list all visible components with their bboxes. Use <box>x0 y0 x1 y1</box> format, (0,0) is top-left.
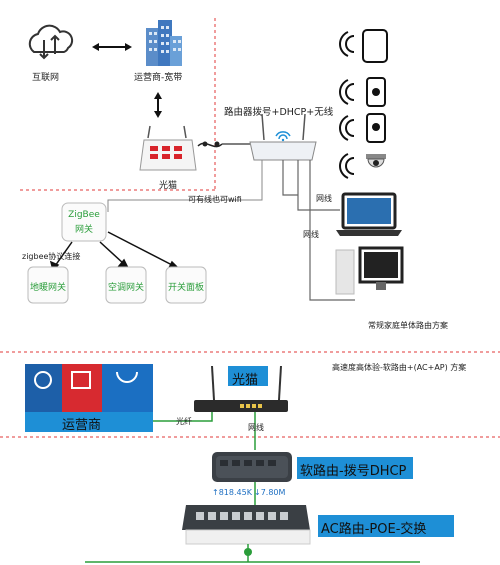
ac-gateway-box <box>105 266 147 304</box>
wired-label-1: 网线 <box>316 194 332 203</box>
floor-heat-gateway-box <box>27 266 69 304</box>
ac-gateway-label: 空调网关 <box>107 283 144 293</box>
isp-logos-panel <box>25 364 153 432</box>
isp-broadband-label: 运营商-宽带 <box>134 73 183 83</box>
soft-router-icon <box>212 452 292 482</box>
top-caption: 常规家庭单体路由方案 <box>368 321 448 330</box>
cloud-icon <box>28 24 74 60</box>
router-dial-label: 路由器拨号+DHCP+无线 <box>224 107 334 118</box>
download-speed: ↓7.80M <box>254 488 286 497</box>
wired-link-zigbee <box>107 160 263 212</box>
camera-icon <box>366 154 386 168</box>
optical-modem-icon <box>139 125 197 171</box>
poe-switch-icon <box>182 505 311 545</box>
iphone-icon <box>366 113 386 143</box>
bottom-caption: 高速度高体验-软路由+(AC+AP) 方案 <box>332 363 467 372</box>
tablet-icon <box>362 29 388 63</box>
upload-speed: ↑818.45K <box>212 488 252 497</box>
optical-modem-label: 光猫 <box>159 181 178 191</box>
buildings-icon <box>146 20 182 66</box>
android-phone-icon <box>366 77 386 107</box>
zigbee-gateway-label-2: 网关 <box>74 225 93 235</box>
ac-router-label: AC路由-POE-交换 <box>321 522 427 537</box>
isp-label: 运营商 <box>62 418 102 433</box>
zigbee-gateway-label-1: ZigBee <box>68 210 100 220</box>
zigbee-protocol-label: zigbee协议连接 <box>22 252 81 261</box>
wired-or-wifi-label: 可有线也可wifi <box>188 195 242 204</box>
cable-label: 网线 <box>248 423 264 432</box>
soft-router-badge <box>297 457 413 479</box>
zigbee-gateway-box <box>61 202 107 242</box>
optical-modem-badge-label: 光猫 <box>232 373 259 388</box>
modem-router-cable <box>197 142 223 148</box>
wired-link-desktop <box>309 160 355 301</box>
wired-link-laptop <box>297 160 340 211</box>
laptop-icon <box>336 192 402 236</box>
internet-label: 互联网 <box>32 73 60 83</box>
wired-label-2: 网线 <box>303 230 319 239</box>
wifi-signal-icon <box>339 31 355 179</box>
wifi-router-icon <box>249 113 317 161</box>
double-arrow-vertical <box>154 92 162 118</box>
ac-router-badge <box>318 515 454 537</box>
switch-panel-label: 开关面板 <box>167 283 204 293</box>
switch-panel-box <box>165 266 207 304</box>
double-arrow-horizontal <box>92 43 132 51</box>
fiber-label: 光纤 <box>176 417 192 426</box>
floor-heat-gateway-label: 地暖网关 <box>29 283 66 293</box>
optical-modem-router-icon <box>194 365 288 412</box>
desktop-icon <box>335 246 404 295</box>
soft-router-label: 软路由-拨号DHCP <box>300 464 407 479</box>
optical-modem-badge <box>228 366 268 386</box>
